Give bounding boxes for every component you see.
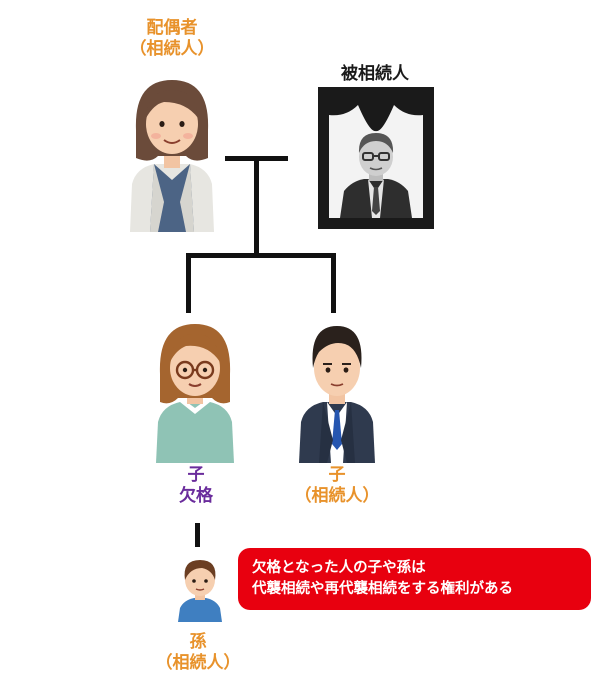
grandchild-avatar [176, 558, 224, 622]
child-disqualified-status: 欠格 [179, 486, 213, 506]
child-disqualified-label: 子 欠格 [179, 465, 213, 507]
child-heir-role: （相続人） [294, 486, 380, 506]
spouse-label: 配偶者 （相続人） [130, 18, 215, 60]
spouse-avatar [124, 72, 220, 232]
deceased-label: 被相続人 [341, 64, 409, 85]
grandchild-title: 孫 [189, 632, 207, 652]
deceased-title: 被相続人 [341, 64, 409, 84]
child-heir-title: 子 [328, 465, 346, 485]
child-right-drop-line [331, 253, 336, 313]
child-heir-avatar [297, 318, 377, 463]
callout-line-2: 代襲相続や再代襲相続をする権利がある [252, 581, 513, 597]
grandchild-line [195, 523, 200, 547]
descent-trunk-line [254, 156, 259, 256]
children-branch-line [186, 253, 336, 258]
grandchild-role: （相続人） [155, 653, 241, 673]
inheritance-rights-callout: 欠格となった人の子や孫は 代襲相続や再代襲相続をする権利がある [238, 548, 591, 610]
spouse-role: （相続人） [129, 39, 215, 59]
grandchild-label: 孫 （相続人） [156, 632, 241, 674]
spouse-title: 配偶者 [146, 18, 198, 38]
deceased-portrait [318, 87, 434, 229]
child-left-drop-line [186, 253, 191, 313]
child-disqualified-title: 子 [187, 465, 205, 485]
child-heir-label: 子 （相続人） [295, 465, 380, 507]
child-disqualified-avatar [152, 318, 238, 463]
callout-line-1: 欠格となった人の子や孫は [252, 560, 426, 576]
